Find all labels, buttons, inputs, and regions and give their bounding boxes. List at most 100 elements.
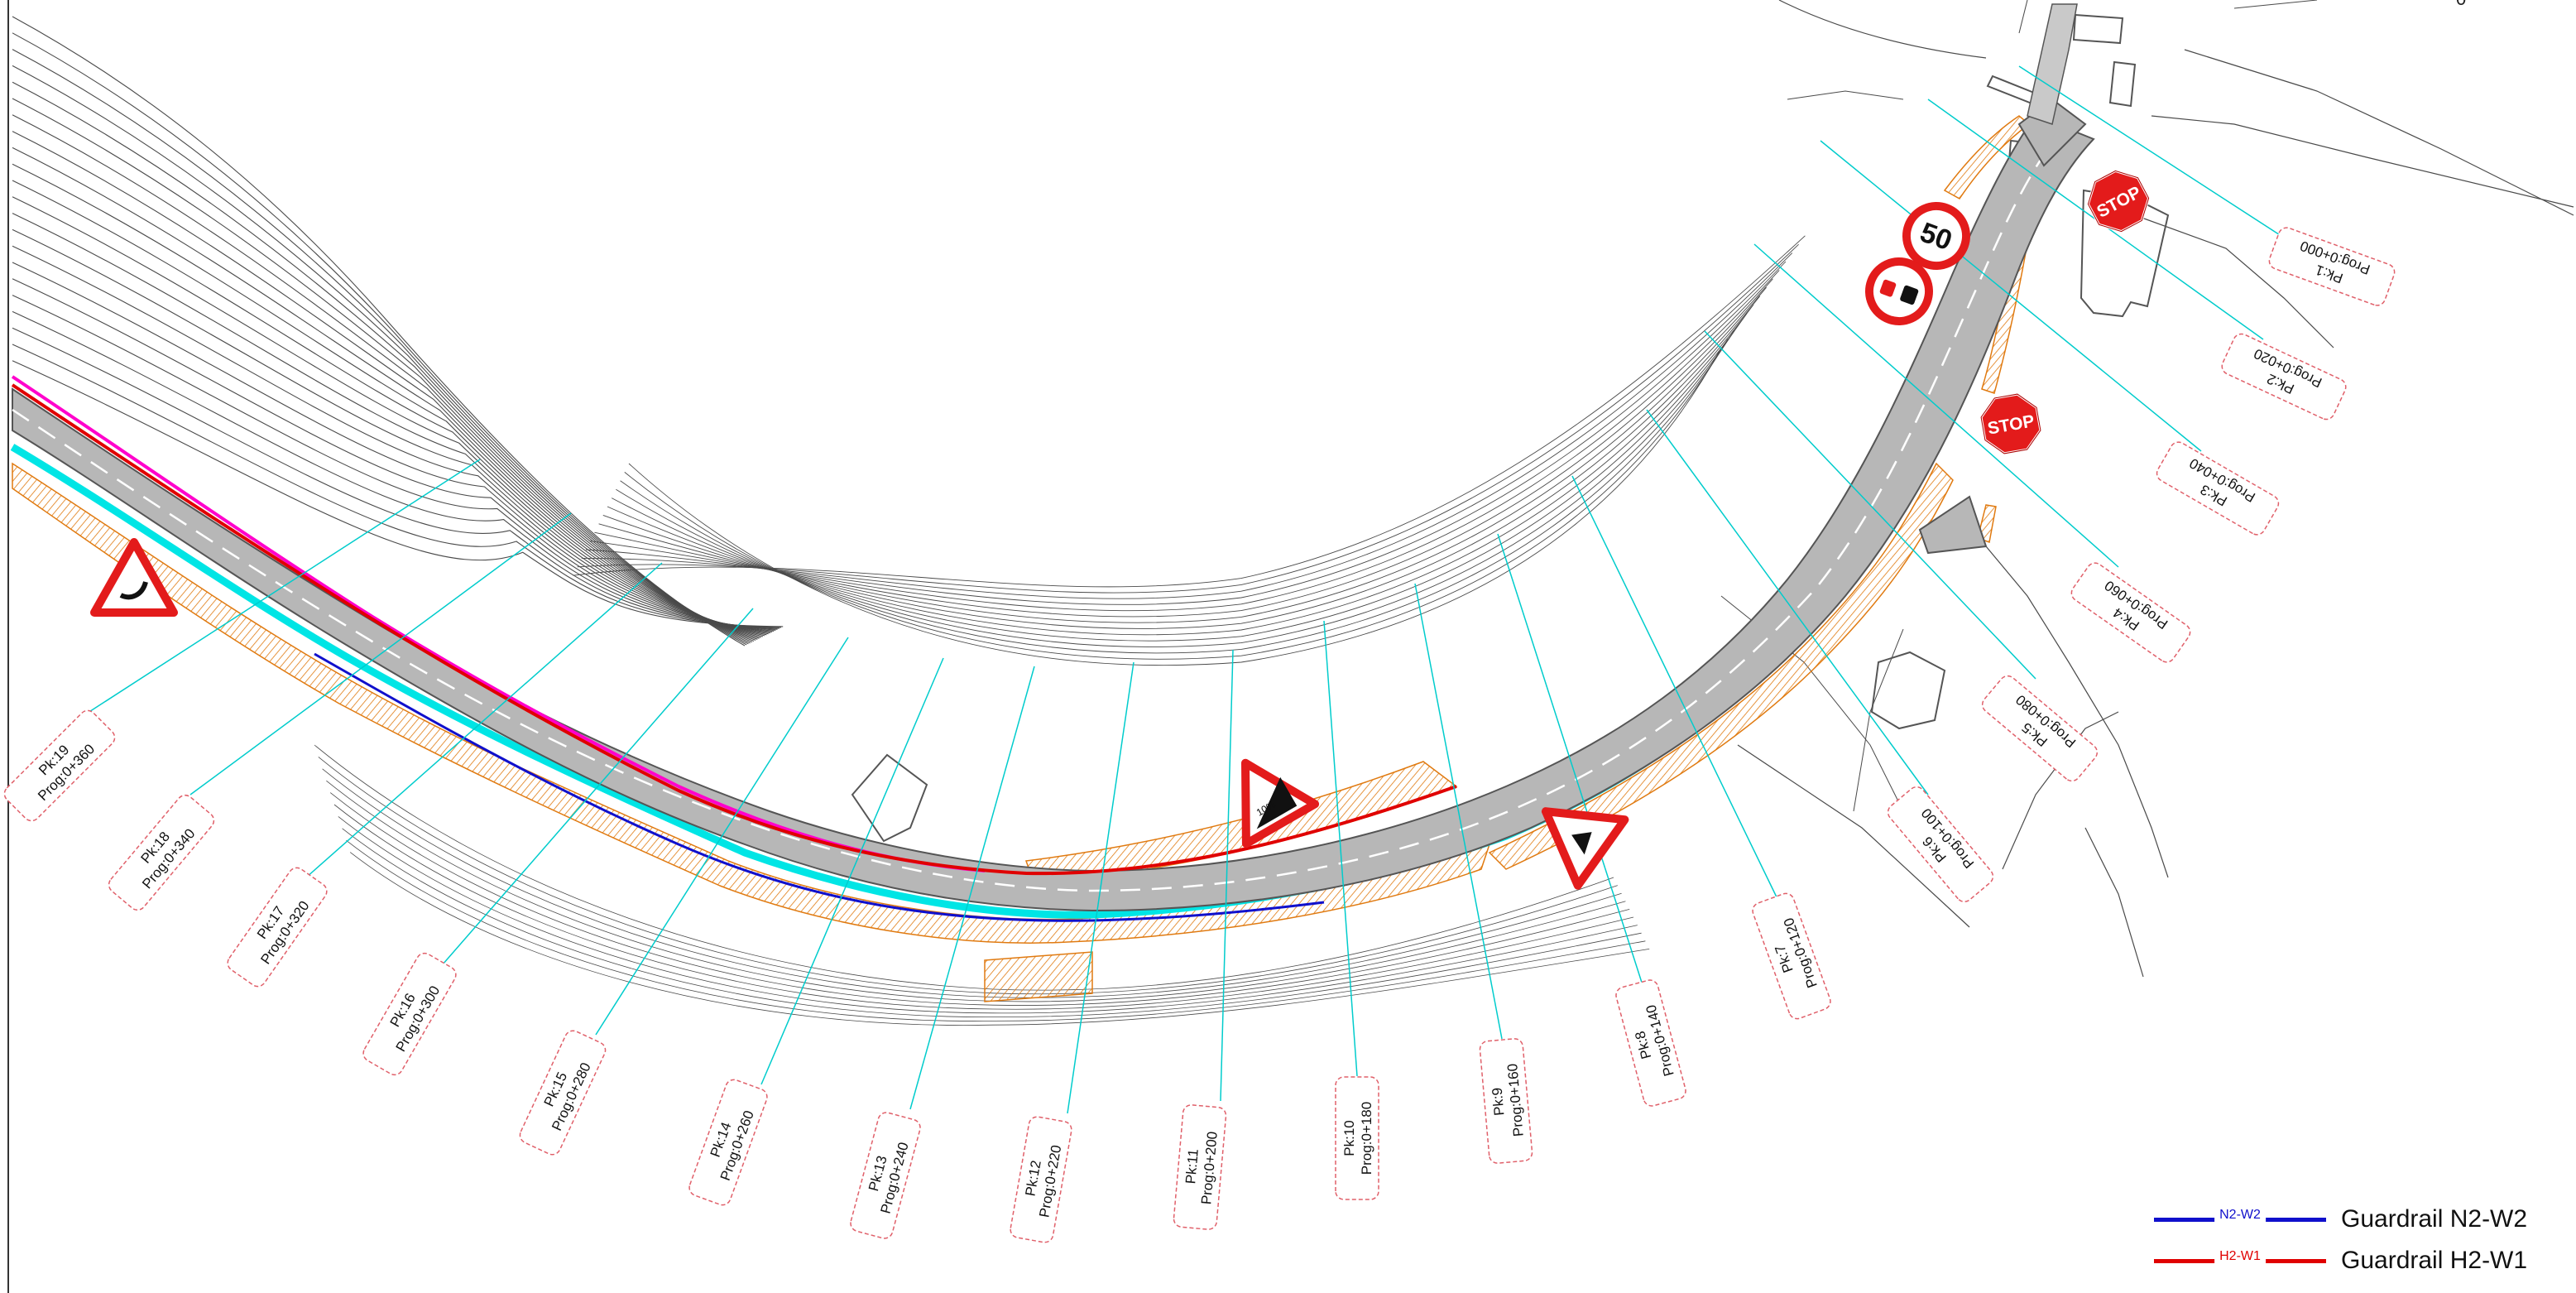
- contour-line: [12, 228, 769, 635]
- section-line: [1414, 583, 1503, 1040]
- contour-line: [12, 360, 784, 627]
- section-line: [82, 459, 481, 717]
- contour-line: [12, 147, 760, 639]
- contour-line: [12, 262, 773, 633]
- section-line: [1323, 620, 1358, 1077]
- section-lines: [82, 65, 2301, 1114]
- contour-line: [598, 286, 1767, 623]
- corner-mark: 0: [2456, 0, 2466, 9]
- legend-label-n2: Guardrail N2-W2: [2341, 1205, 2528, 1233]
- contour-line: [12, 278, 775, 632]
- section-label-frame: [1752, 892, 1831, 1020]
- section-label-frame: [850, 1112, 921, 1239]
- contour-line: [12, 310, 778, 630]
- section-label-frame: [1615, 979, 1686, 1107]
- legend: N2-W2 Guardrail N2-W2 H2-W1 Guardrail H2…: [2154, 1199, 2543, 1281]
- contour-line: [1787, 90, 1904, 100]
- section-line: [909, 666, 1035, 1110]
- contour-line: [338, 816, 1638, 1014]
- section-label-frame: [1887, 786, 1994, 903]
- contour-line: [333, 804, 1634, 1010]
- sidewalk-strip: [10, 138, 2048, 919]
- legend-line-n2: N2-W2: [2154, 1203, 2326, 1236]
- contour-line: [1985, 546, 2169, 878]
- curve-warning-sign: [90, 538, 178, 617]
- section-pk-label: Pk:11: [1182, 1148, 1202, 1185]
- section-pk-label: Pk:10: [1341, 1120, 1357, 1156]
- section-line: [1646, 409, 1929, 796]
- section-line: [1497, 533, 1643, 986]
- section-label-frame: [2156, 441, 2280, 536]
- section-line: [1704, 330, 2036, 680]
- section-label-frame: [1010, 1116, 1072, 1243]
- contour-line: [12, 114, 756, 641]
- section-label-frame: [1335, 1076, 1379, 1200]
- contour-line: [12, 327, 780, 629]
- section-label-frame: [1479, 1038, 1533, 1164]
- magenta-boundary-line: [11, 375, 986, 872]
- no-overtaking-sign: [1865, 257, 1933, 325]
- contour-line: [1778, 0, 1987, 59]
- section-label-frame: [2221, 333, 2347, 421]
- contour-line: [602, 296, 1761, 629]
- guardrail-n2-w2: [314, 652, 1325, 922]
- building: [1870, 651, 1946, 730]
- contour-line: [12, 98, 755, 642]
- contour-line: [12, 213, 767, 636]
- contour-line: [12, 32, 747, 646]
- contour-line: [594, 278, 1773, 618]
- contour-line: [611, 313, 1748, 642]
- section-line: [1067, 661, 1134, 1114]
- guardrail-h2-w1: [11, 383, 1457, 876]
- contour-line: [12, 49, 749, 645]
- contour-line: [2018, 0, 2028, 34]
- contour-line: [342, 828, 1642, 1018]
- contour-line: [2233, 0, 2318, 9]
- contour-line: [12, 196, 765, 637]
- contour-line: [12, 344, 782, 628]
- contour-line: [12, 16, 746, 646]
- contour-line: [624, 339, 1729, 660]
- section-label-frame: [2070, 562, 2191, 663]
- contour-line: [607, 304, 1754, 636]
- legend-line-h2: H2-W1: [2154, 1244, 2326, 1277]
- legend-item-h2: H2-W1 Guardrail H2-W1: [2154, 1240, 2543, 1281]
- buildings: [851, 13, 2170, 843]
- contour-line: [346, 839, 1646, 1021]
- legend-code-h2: H2-W1: [2214, 1249, 2266, 1264]
- contour-line: [12, 295, 776, 631]
- section-pk-label: Pk:9: [1489, 1087, 1508, 1117]
- contour-line: [2151, 115, 2574, 208]
- section-line: [1220, 649, 1234, 1102]
- contour-line: [573, 235, 1806, 588]
- contour-line: [2184, 49, 2574, 216]
- section-label-frame: [108, 794, 215, 911]
- section-line: [189, 512, 572, 796]
- section-line: [760, 657, 944, 1085]
- section-labels: Pk:1Prog:0+000Pk:2Prog:0+020Pk:3Prog:0+0…: [3, 227, 2396, 1243]
- section-label-frame: [1173, 1104, 1227, 1230]
- section-prog-label: Prog:0+180: [1359, 1102, 1374, 1175]
- legend-item-n2: N2-W2 Guardrail N2-W2: [2154, 1199, 2543, 1240]
- contour-line: [585, 261, 1787, 605]
- section-label-frame: [227, 867, 328, 988]
- contour-line: [2134, 214, 2334, 348]
- contour-line: [12, 131, 758, 640]
- section-label-frame: [2268, 227, 2396, 306]
